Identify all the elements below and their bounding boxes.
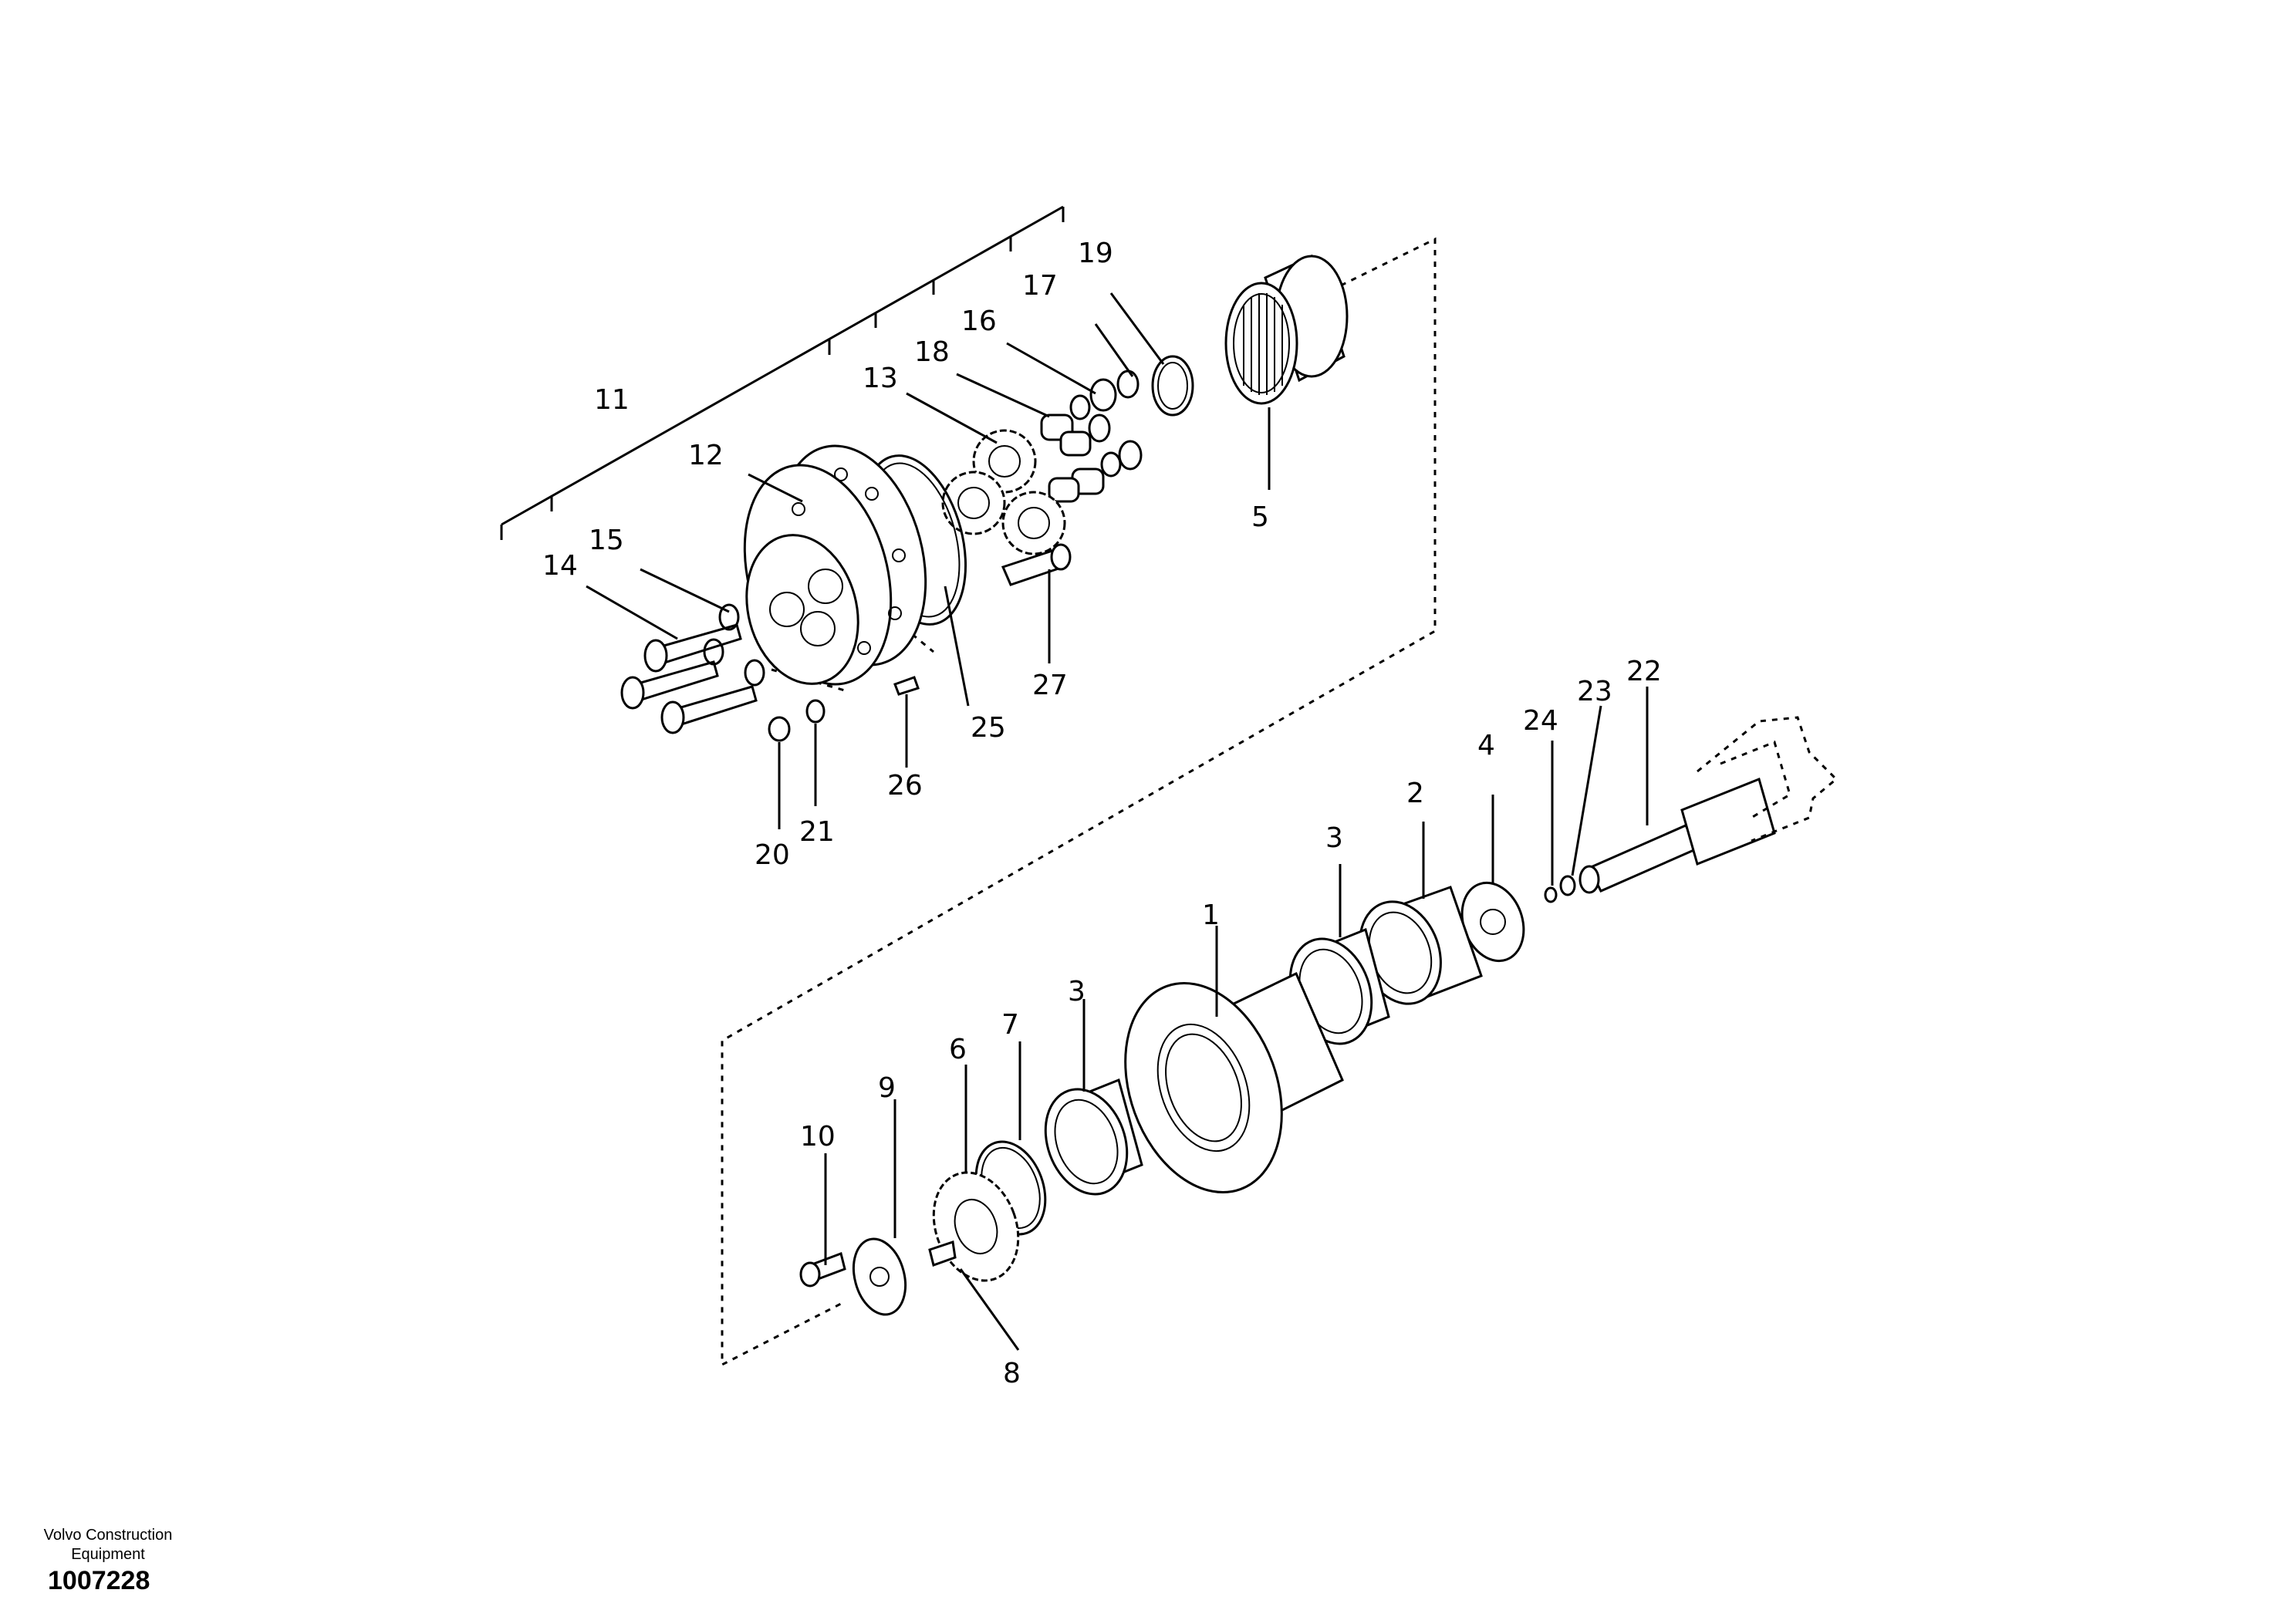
callout-9: 9 xyxy=(878,1072,896,1104)
callout-5: 5 xyxy=(1251,501,1269,533)
callout-4: 4 xyxy=(1477,730,1495,761)
planet-pins-part xyxy=(620,603,765,734)
callout-15: 15 xyxy=(589,525,624,556)
callout-13: 13 xyxy=(863,363,898,394)
planet-gears-part xyxy=(941,429,1066,555)
callout-23: 23 xyxy=(1577,676,1612,707)
callout-21: 21 xyxy=(799,816,835,848)
snap-ring-part xyxy=(1151,355,1194,417)
callout-1: 1 xyxy=(1202,899,1220,931)
callout-25: 25 xyxy=(971,712,1006,744)
group-bracket xyxy=(500,205,1065,540)
ring-gear-part xyxy=(1224,254,1349,405)
drain-plug-parts xyxy=(768,676,920,742)
callout-14: 14 xyxy=(542,550,578,582)
callout-18: 18 xyxy=(914,336,950,368)
callout-16: 16 xyxy=(961,305,997,337)
planet-carrier-part xyxy=(743,444,927,686)
callout-10: 10 xyxy=(800,1121,836,1153)
bolt-27-part xyxy=(1001,543,1072,586)
shaft-washers-part xyxy=(1544,875,1576,903)
callout-24: 24 xyxy=(1523,705,1558,737)
callout-labels: 1 2 3 3 4 5 6 7 8 9 10 11 12 13 14 15 16… xyxy=(542,238,1662,1389)
bearing-lower-part xyxy=(1044,1078,1143,1196)
callout-6: 6 xyxy=(949,1034,967,1065)
callout-22: 22 xyxy=(1626,656,1662,687)
callout-7: 7 xyxy=(1001,1009,1019,1041)
brand-line-2: Equipment xyxy=(71,1546,145,1563)
callout-19: 19 xyxy=(1078,238,1113,269)
callout-17: 17 xyxy=(1022,270,1058,302)
brand-label: Volvo Construction Equipment xyxy=(15,1526,201,1564)
callout-2: 2 xyxy=(1406,778,1424,809)
thrust-plate-parts xyxy=(799,1237,957,1316)
planet-bearing-parts xyxy=(1040,370,1143,503)
sun-gear-part xyxy=(932,1171,1020,1282)
callout-12: 12 xyxy=(688,440,724,471)
brand-line-1: Volvo Construction xyxy=(43,1527,173,1544)
document-number: 1007228 xyxy=(48,1566,150,1595)
callout-20: 20 xyxy=(755,839,790,871)
callout-26: 26 xyxy=(887,770,923,802)
callout-3-lower: 3 xyxy=(1068,976,1086,1007)
hub-housing-part xyxy=(1124,971,1344,1194)
callout-8: 8 xyxy=(1003,1358,1021,1389)
callout-27: 27 xyxy=(1032,670,1068,701)
output-shaft-part xyxy=(1578,716,1838,894)
callout-11: 11 xyxy=(594,384,630,416)
bearing-race-part xyxy=(1359,886,1483,1005)
leader-lines xyxy=(586,292,1649,1351)
callout-3-upper: 3 xyxy=(1325,822,1343,854)
